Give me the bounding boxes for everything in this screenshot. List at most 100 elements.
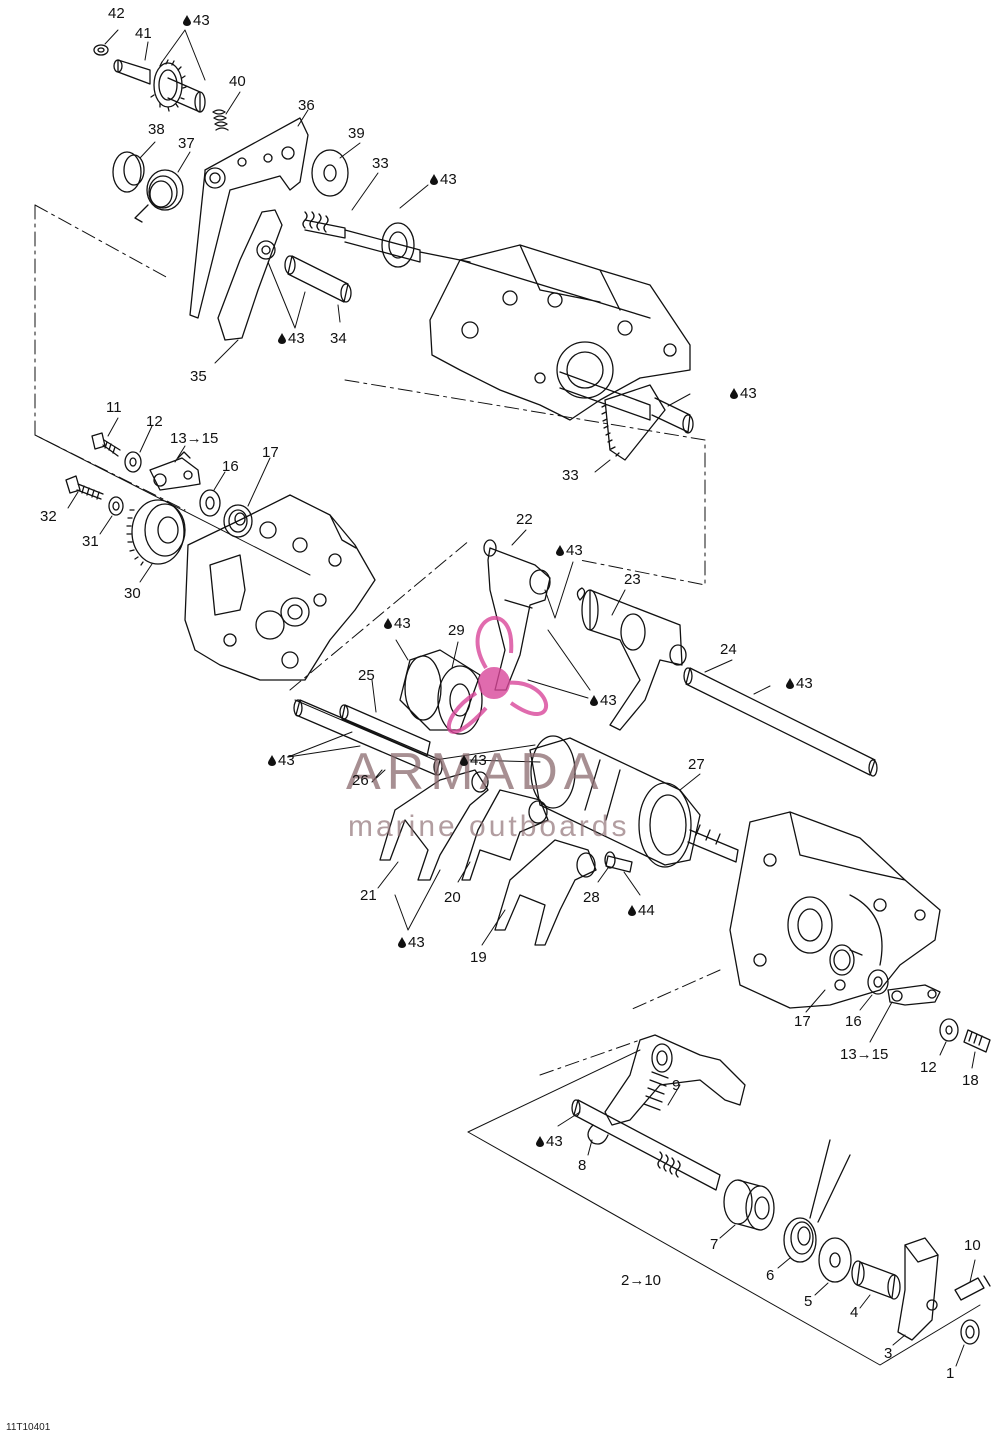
part-20-fork xyxy=(461,789,549,881)
label-11: 11 xyxy=(106,399,122,416)
part-10-bolt xyxy=(954,1275,991,1301)
part-7-bushing xyxy=(723,1179,775,1231)
label-12-right: 12 xyxy=(920,1059,937,1076)
lube-code: 43 xyxy=(546,1133,563,1150)
oil-drop-icon xyxy=(628,904,636,916)
lube-marker-43: 43 xyxy=(183,13,210,29)
label-16-right: 16 xyxy=(845,1013,862,1030)
label-21: 21 xyxy=(360,887,377,904)
part-13-15-link-right xyxy=(887,984,941,1006)
upper-crankcase xyxy=(429,244,691,421)
lube-code: 43 xyxy=(566,542,583,559)
label-25: 25 xyxy=(358,667,375,684)
part-12-washer-right xyxy=(939,1018,959,1042)
label-10: 10 xyxy=(964,1237,981,1254)
label-6: 6 xyxy=(766,1267,775,1284)
left-crankcase xyxy=(184,494,376,681)
part-1-washer xyxy=(960,1319,980,1345)
label-30: 30 xyxy=(124,585,141,602)
label-27: 27 xyxy=(688,756,705,773)
part-22-fork xyxy=(483,539,551,691)
part-9-spring xyxy=(643,1071,669,1111)
part-28-pin xyxy=(604,851,633,873)
lube-marker-43: 43 xyxy=(278,331,305,347)
part-17-spring xyxy=(223,504,253,538)
oil-drop-icon xyxy=(398,936,406,948)
watermark-title: ARMADA xyxy=(346,743,605,801)
part-18-bolt xyxy=(963,1029,991,1053)
label-17: 17 xyxy=(262,444,279,461)
oil-drop-icon xyxy=(730,387,738,399)
watermark-subtitle: marine outboards xyxy=(348,810,630,843)
label-28: 28 xyxy=(583,889,600,906)
label-12: 12 xyxy=(146,413,163,430)
oil-drop-icon xyxy=(786,677,794,689)
part-40-spring xyxy=(212,109,229,131)
part-19-fork xyxy=(494,839,597,946)
label-24: 24 xyxy=(720,641,737,658)
part-33-shaft xyxy=(302,211,471,268)
part-34-pin xyxy=(284,255,352,303)
label-16: 16 xyxy=(222,458,239,475)
leader-lines xyxy=(67,29,976,1367)
label-1: 1 xyxy=(946,1365,955,1382)
lube-code: 43 xyxy=(408,934,425,951)
lube-code: 44 xyxy=(638,902,655,919)
part-36-lever xyxy=(189,117,309,319)
part-16-washer xyxy=(199,489,221,517)
part-24-rod xyxy=(683,667,878,777)
label-18: 18 xyxy=(962,1072,979,1089)
oil-drop-icon xyxy=(556,544,564,556)
part-37-spring xyxy=(134,169,184,223)
label-7: 7 xyxy=(710,1236,719,1253)
lube-code: 43 xyxy=(193,12,210,29)
part-32-bolt xyxy=(65,475,104,500)
lube-code: 43 xyxy=(288,330,305,347)
lube-code: 43 xyxy=(600,692,617,709)
label-32: 32 xyxy=(40,508,57,525)
part-3-lever xyxy=(897,1237,939,1341)
lube-marker-43: 43 xyxy=(268,753,295,769)
lube-marker-43: 43 xyxy=(384,616,411,632)
part-17-spring-right xyxy=(829,944,863,976)
label-17-right: 17 xyxy=(794,1013,811,1030)
label-37: 37 xyxy=(178,135,195,152)
oil-drop-icon xyxy=(384,617,392,629)
label-9: 9 xyxy=(672,1077,681,1094)
label-2-10: 2→10 xyxy=(621,1272,662,1289)
part-21-fork xyxy=(379,769,489,881)
lube-marker-43: 43 xyxy=(730,386,757,402)
part-6-spring xyxy=(783,1139,851,1263)
label-33-top: 33 xyxy=(372,155,389,172)
lube-code: 43 xyxy=(470,752,487,769)
part-27-shift-drum xyxy=(529,735,739,868)
oil-drop-icon xyxy=(460,754,468,766)
part-16-washer-right xyxy=(867,969,889,995)
lube-marker-43: 43 xyxy=(590,693,617,709)
label-22: 22 xyxy=(516,511,533,528)
label-34: 34 xyxy=(330,330,347,347)
lube-marker-43: 43 xyxy=(556,543,583,559)
part-41-gear-shaft xyxy=(113,59,206,113)
drawing-code: 11T10401 xyxy=(6,1422,51,1433)
oil-drop-icon xyxy=(430,173,438,185)
part-30-gear xyxy=(126,499,186,566)
label-26: 26 xyxy=(352,772,369,789)
label-40: 40 xyxy=(229,73,246,90)
label-35: 35 xyxy=(190,368,207,385)
part-23-fork xyxy=(576,587,687,731)
part-8-shift-shaft xyxy=(571,1034,746,1191)
oil-drop-icon xyxy=(183,14,191,26)
label-36: 36 xyxy=(298,97,315,114)
label-29: 29 xyxy=(448,622,465,639)
dashed-assembly-lines xyxy=(34,204,721,1076)
label-38: 38 xyxy=(148,121,165,138)
label-33-bottom: 33 xyxy=(562,467,579,484)
part-42-washer xyxy=(93,44,109,56)
part-11-bolt xyxy=(91,432,121,457)
part-26-rod xyxy=(293,699,443,776)
part-5-washer xyxy=(818,1237,852,1283)
label-39: 39 xyxy=(348,125,365,142)
lube-code: 43 xyxy=(440,171,457,188)
